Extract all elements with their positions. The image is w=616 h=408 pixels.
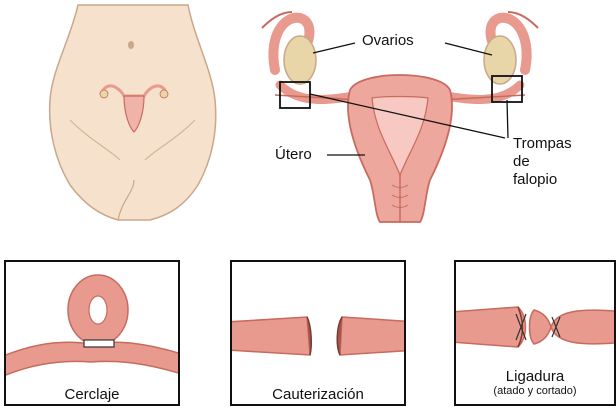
tubes-label: Trompas de falopio <box>513 135 572 189</box>
ligadura-sublabel: (atado y cortado) <box>456 385 614 397</box>
ring-clip <box>84 340 114 347</box>
ovaries-leader-left <box>313 43 355 53</box>
cerclaje-caption: Cerclaje <box>6 386 178 403</box>
cerclaje-illustration <box>6 262 180 406</box>
tubes-label-line1: Trompas <box>513 135 572 153</box>
cauterizacion-illustration <box>232 262 406 406</box>
tubes-label-line2: de <box>513 153 572 171</box>
panel-cauterizacion: Cauterización <box>230 260 406 406</box>
ligadura-caption: Ligadura (atado y cortado) <box>456 368 614 397</box>
ligadura-label: Ligadura <box>456 368 614 385</box>
panel-ligadura: Ligadura (atado y cortado) <box>454 260 616 406</box>
tubes-leader-right <box>507 100 508 138</box>
tubes-label-line3: falopio <box>513 171 572 189</box>
uterus-label: Útero <box>275 146 312 164</box>
ovaries-label: Ovarios <box>362 32 414 50</box>
panel-cerclaje: Cerclaje <box>4 260 180 406</box>
torso-illustration <box>50 5 216 220</box>
cauterizacion-caption: Cauterización <box>232 386 404 403</box>
